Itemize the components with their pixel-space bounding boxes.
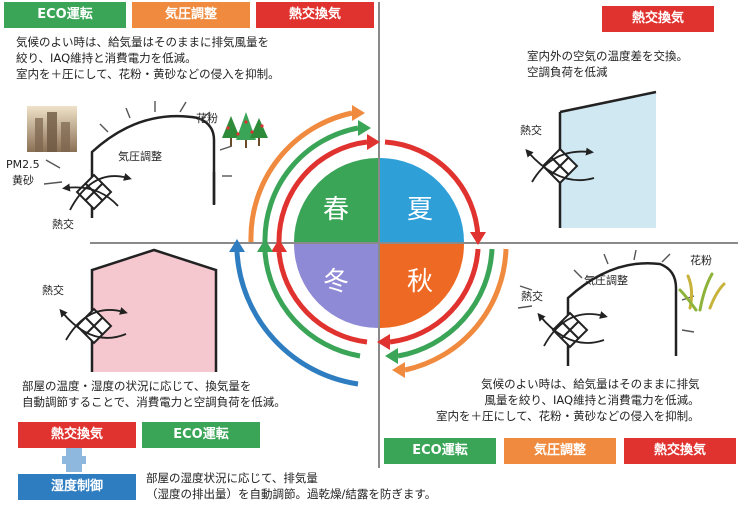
season-label-winter: 冬 bbox=[323, 267, 349, 297]
heat-exchange-tag: 熱交換気 bbox=[602, 6, 714, 32]
note-line: 室内外の空気の温度差を交換。 bbox=[527, 49, 688, 63]
spring-note: 気候のよい時は、給気量はそのままに排気風量を 絞り、IAQ維持と消費電力を低減。… bbox=[16, 34, 280, 82]
spring-quadrant bbox=[294, 158, 378, 242]
cycle-arcs bbox=[234, 110, 509, 387]
heat-exchanger-icon bbox=[75, 173, 113, 211]
arrow-icon bbox=[62, 183, 119, 207]
haze-photo-icon bbox=[27, 106, 77, 152]
arc-orange-autumn bbox=[404, 248, 509, 373]
arc-arrowheads bbox=[229, 105, 486, 378]
note-line: 部屋の湿度状況に応じて、排気量 bbox=[146, 471, 318, 485]
note-line: （湿度の排出量）を自動調節。過乾燥/結露を防ぎます。 bbox=[146, 487, 437, 501]
eco-mode-tag: ECO運転 bbox=[4, 2, 126, 28]
arc-blue-winter bbox=[234, 251, 359, 387]
note-line: 部屋の温度・湿度の状況に応じて、換気量を bbox=[22, 379, 252, 393]
humidity-note: 部屋の湿度状況に応じて、排気量 （湿度の排出量）を自動調節。過乾燥/結露を防ぎま… bbox=[146, 470, 436, 502]
heat-exchange-tag: 熱交換気 bbox=[624, 438, 736, 464]
arc-orange-spring bbox=[248, 110, 353, 243]
arrow-icon bbox=[543, 311, 608, 347]
heat-exchange-label: 熱交 bbox=[52, 218, 74, 231]
note-line: 気候のよい時は、給気量はそのままに排気風量を bbox=[16, 35, 269, 49]
arrow-icon bbox=[537, 312, 605, 344]
arrow-icon bbox=[519, 285, 533, 291]
arc-red-autumn bbox=[389, 248, 481, 345]
heat-exchanger-icon bbox=[541, 147, 579, 185]
arc-green-winter bbox=[262, 251, 361, 359]
heat-exchange-label: 熱交 bbox=[520, 124, 542, 137]
note-line: 室内を＋圧にして、花粉・黄砂などの侵入を抑制。 bbox=[16, 67, 280, 81]
note-line: 室内を＋圧にして、花粉・黄砂などの侵入を抑制。 bbox=[436, 409, 700, 423]
arc-green-spring bbox=[262, 125, 359, 243]
eco-mode-tag: ECO運転 bbox=[142, 422, 260, 448]
plus-connector bbox=[62, 456, 86, 464]
pm25-label: PM2.5 bbox=[6, 158, 40, 171]
spring-house bbox=[90, 101, 233, 218]
heat-exchange-label: 熱交 bbox=[42, 284, 64, 297]
heat-exchange-tag: 熱交換気 bbox=[256, 2, 374, 28]
dust-label: 黄砂 bbox=[12, 174, 34, 187]
humidity-control-tag: 湿度制御 bbox=[18, 474, 136, 500]
season-label-autumn: 秋 bbox=[407, 267, 433, 297]
arrow-icon bbox=[45, 159, 61, 169]
heat-exchanger-icon bbox=[551, 311, 589, 349]
autumn-quadrant bbox=[380, 244, 464, 328]
summer-wall bbox=[558, 90, 657, 228]
pressure-label: 気圧調整 bbox=[584, 274, 628, 287]
arrow-icon bbox=[69, 173, 132, 211]
season-label-spring: 春 bbox=[323, 195, 349, 225]
pressure-label: 気圧調整 bbox=[118, 150, 162, 163]
note-line: 空調負荷を低減 bbox=[527, 65, 608, 79]
season-wheel bbox=[294, 158, 464, 328]
pollen-grass-icon bbox=[678, 272, 726, 312]
pollen-label: 花粉 bbox=[196, 112, 218, 125]
winter-quadrant bbox=[294, 244, 378, 328]
note-line: 風量を絞り、IAQ維持と消費電力を低減。 bbox=[484, 393, 700, 407]
arrow-icon bbox=[525, 149, 595, 182]
heat-exchange-tag: 熱交換気 bbox=[18, 422, 136, 448]
arrow-icon bbox=[517, 305, 533, 309]
arc-green-autumn bbox=[397, 248, 495, 359]
autumn-note: 気候のよい時は、給気量はそのままに排気 風量を絞り、IAQ維持と消費電力を低減。… bbox=[436, 376, 700, 424]
pollen-tree-icon bbox=[222, 112, 268, 148]
arc-red-spring bbox=[276, 139, 368, 243]
pollen-label: 花粉 bbox=[690, 254, 712, 267]
season-label-summer: 夏 bbox=[407, 195, 433, 225]
winter-house bbox=[90, 248, 218, 372]
winter-note: 部屋の温度・湿度の状況に応じて、換気量を 自動調節することで、消費電力と空調負荷… bbox=[22, 378, 286, 410]
arc-red-summer bbox=[384, 139, 481, 238]
arrow-icon bbox=[531, 147, 594, 183]
note-line: 絞り、IAQ維持と消費電力を低減。 bbox=[16, 51, 197, 65]
eco-mode-tag: ECO運転 bbox=[384, 438, 496, 464]
note-line: 気候のよい時は、給気量はそのままに排気 bbox=[481, 377, 700, 391]
autumn-house bbox=[566, 249, 695, 366]
arrow-icon bbox=[65, 307, 128, 341]
pressure-adjust-tag: 気圧調整 bbox=[132, 2, 250, 28]
summer-quadrant bbox=[380, 158, 464, 242]
arrow-icon bbox=[59, 308, 127, 339]
heat-exchange-label: 熱交 bbox=[521, 290, 543, 303]
summer-note: 室内外の空気の温度差を交換。 空調負荷を低減 bbox=[527, 48, 688, 80]
arrow-icon bbox=[43, 181, 63, 185]
pressure-adjust-tag: 気圧調整 bbox=[504, 438, 616, 464]
note-line: 自動調節することで、消費電力と空調負荷を低減。 bbox=[22, 395, 286, 409]
arc-red-winter bbox=[276, 251, 368, 345]
